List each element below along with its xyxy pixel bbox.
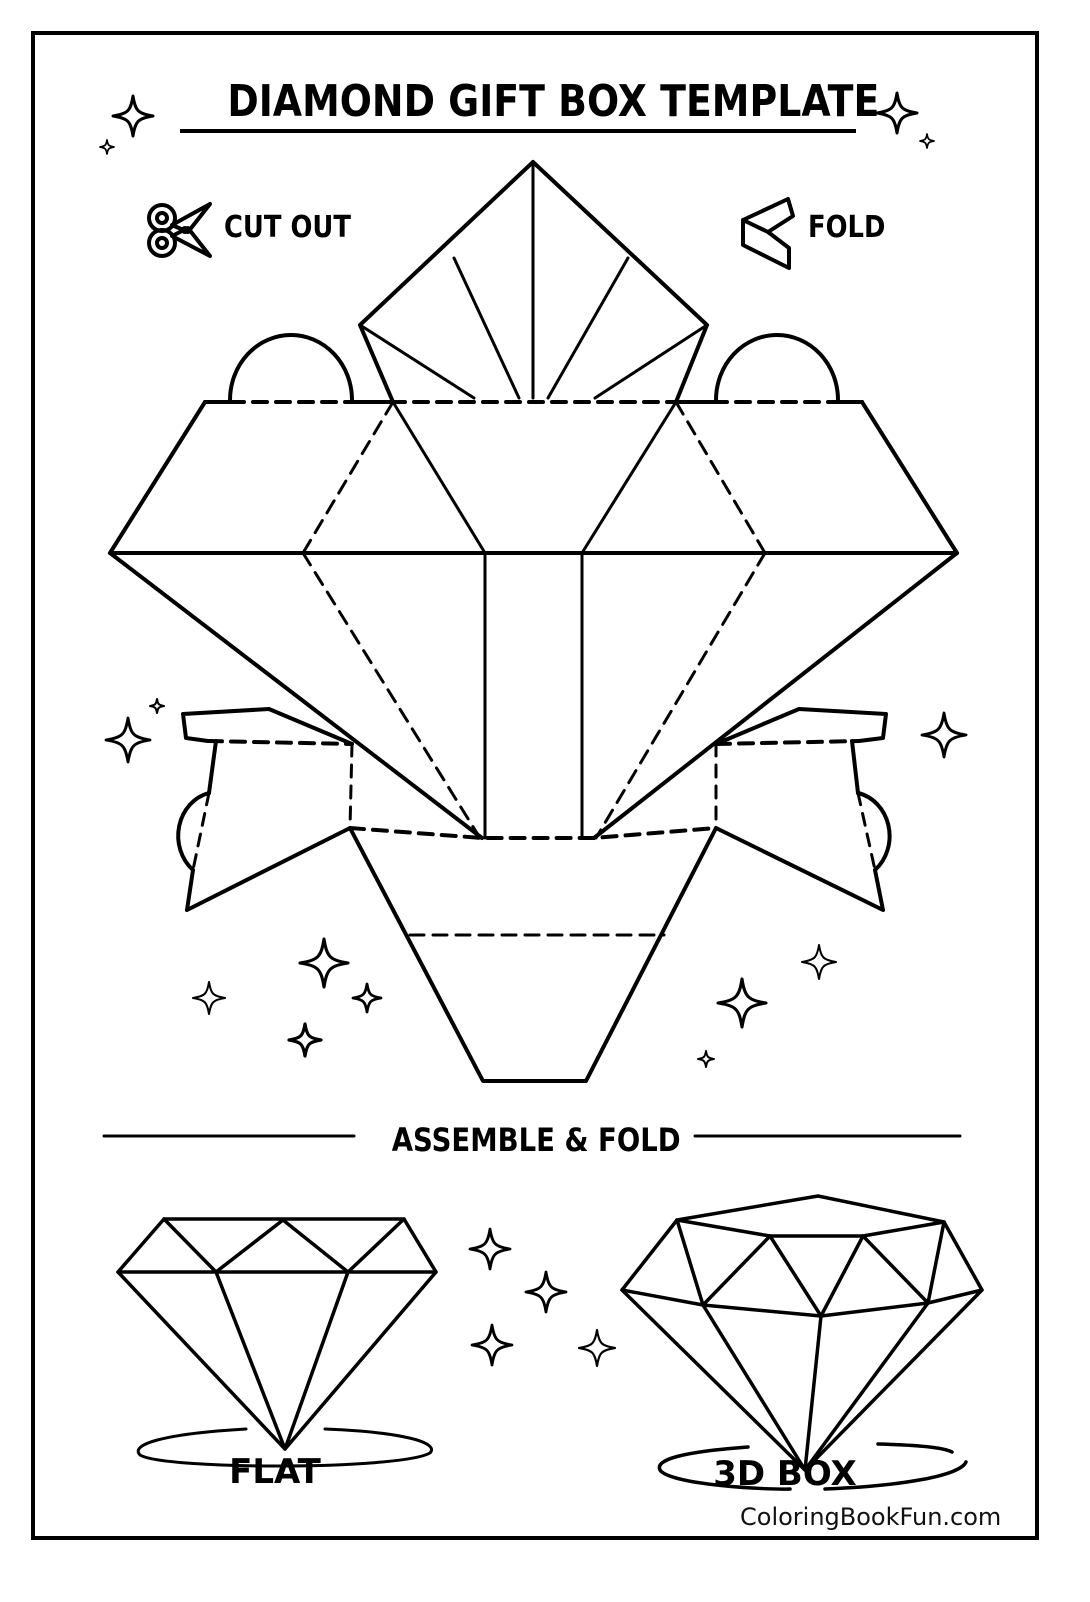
title-underline [180,129,856,133]
scissors-icon [147,202,212,258]
fold-icon [741,197,795,270]
flat-view-label: FLAT [229,1452,321,1492]
sparkle-icon [106,699,966,1067]
gift-box-template [108,160,959,1083]
3d-box-view-label: 3D BOX [713,1454,857,1494]
small-sparkle-icon [100,134,934,154]
page-title: DIAMOND GIFT BOX TEMPLATE [227,76,880,127]
flat-diamond-illustration [116,1217,438,1468]
fold-label: FOLD [808,210,886,245]
site-credit: ColoringBookFun.com [740,1503,1002,1531]
sparkle-icon [470,1229,615,1366]
assemble-fold-heading: ASSEMBLE & FOLD [391,1121,681,1159]
page-frame [31,31,1039,1540]
3d-diamond-illustration [620,1194,984,1491]
cut-out-label: CUT OUT [224,210,351,245]
